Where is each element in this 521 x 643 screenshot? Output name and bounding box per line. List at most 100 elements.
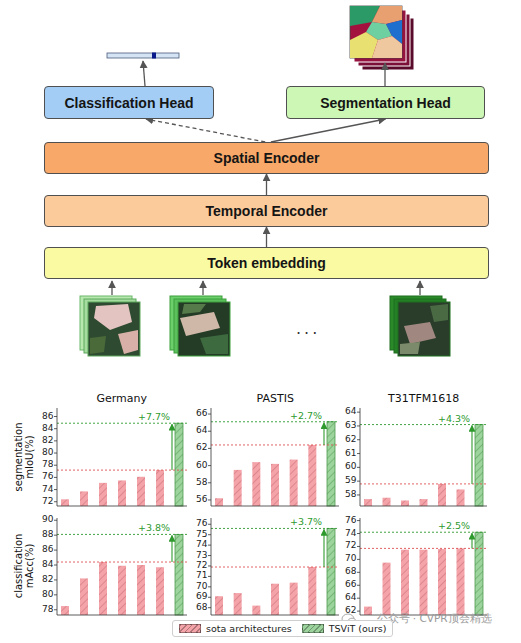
tick-label: 56 [196,495,207,505]
tick-label: 74 [196,540,207,550]
tick-mark [357,611,360,612]
tick-mark [54,565,57,566]
ours-bar [475,425,483,506]
gain-label: +4.3% [438,414,470,424]
tick-mark [54,501,57,502]
y-axis [360,518,361,615]
gain-arrow [171,535,172,562]
tick-mark [54,428,57,429]
tick-mark [208,534,211,535]
ours-bar [175,423,183,506]
tick-label: 74 [345,529,356,539]
tick-label: 72 [345,541,356,551]
tick-mark [357,572,360,573]
baseline-line [57,562,187,563]
sota-bar [290,583,298,615]
gain-arrow [471,426,472,484]
tick-mark [357,520,360,521]
sota-bar [80,578,88,615]
gain-arrow [323,529,324,567]
tick-label: 86 [42,545,53,555]
x-axis [57,506,187,507]
tick-label: 59 [345,476,356,486]
legend-label: sota architectures [206,623,292,634]
gain-arrow [323,423,324,445]
tick-mark [208,545,211,546]
tick-label: 73 [196,551,207,561]
tick-label: 76 [196,519,207,529]
box-label: Classification Head [64,95,193,111]
y-axis [57,408,58,506]
tick-label: 58 [345,490,356,500]
tick-label: 76 [345,516,356,526]
x-axis [211,506,339,507]
ours-bar [475,532,483,615]
tick-mark [54,453,57,454]
input-stack [390,296,450,356]
vector-dot [152,53,156,59]
tick-label: 84 [42,560,53,570]
tick-mark [208,414,211,415]
input-arrow [111,281,112,295]
sota-bar [420,499,428,506]
sota-bar [364,499,372,506]
tick-mark [208,499,211,500]
x-axis [57,615,187,616]
vector-bar [107,53,179,58]
sota-bar [438,549,446,615]
tick-mark [357,425,360,426]
best-line [57,534,187,535]
gain-label: +3.7% [290,517,322,527]
tick-mark [54,477,57,478]
tick-mark [357,533,360,534]
sota-bar [234,470,242,506]
bar-panel [211,518,339,615]
flow-arrow [266,227,267,247]
sota-bar [438,484,446,506]
flow-arrow [146,119,265,142]
watermark: 公众号 · CVPR顶会精选 [377,613,492,625]
tick-mark [54,489,57,490]
tick-label: 64 [345,407,356,417]
bar-panel [57,408,187,506]
best-line [211,421,339,422]
output-arrow [143,61,145,86]
field-patch [404,322,436,344]
tick-mark [357,453,360,454]
tick-mark [357,559,360,560]
best-line [360,532,487,533]
tick-mark [54,520,57,521]
tick-mark [208,431,211,432]
tick-mark [54,579,57,580]
panel-title: Germany [97,393,148,405]
head-box: Classification Head [44,86,214,119]
sota-bar [457,548,465,615]
field-patch [400,342,420,354]
panel-title: T31TFM1618 [388,393,459,405]
best-line [57,423,187,424]
tick-mark [208,555,211,556]
sota-bar [156,567,164,615]
tick-mark [208,607,211,608]
box-label: Spatial Encoder [214,150,320,166]
tick-label: 70 [345,554,356,564]
sota-bar [118,480,126,506]
sota-bar [234,593,242,615]
tick-label: 72 [196,561,207,571]
baseline-line [360,483,487,484]
baseline-line [57,470,187,471]
sota-bar [61,606,69,615]
field-patch [90,336,106,354]
bar-panel [57,518,187,615]
sota-bar [61,499,69,506]
sota-bar [401,550,409,615]
sota-bar [137,477,145,506]
tick-label: 82 [42,575,53,585]
x-axis [211,615,339,616]
field-patch [118,330,138,354]
tick-label: 68 [196,603,207,613]
bar-panel [360,518,487,615]
tick-mark [208,576,211,577]
tick-mark [357,481,360,482]
